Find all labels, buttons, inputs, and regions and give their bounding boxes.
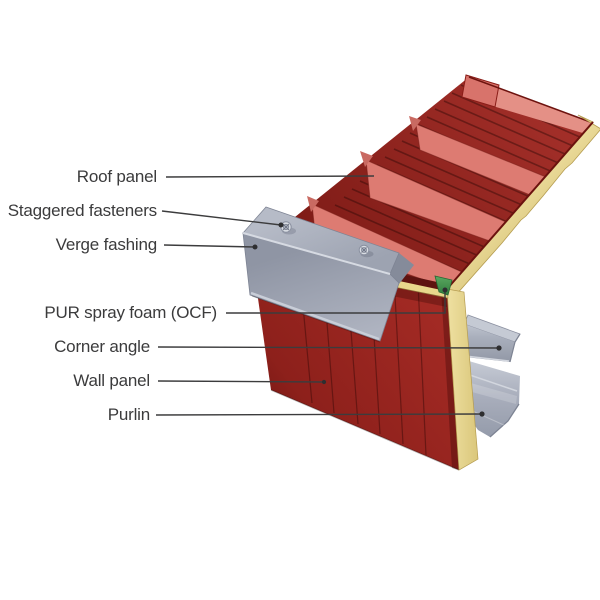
pur-foam-graphic (434, 275, 453, 296)
leader-line-pur-spray-foam (226, 290, 446, 314)
roof-silhouette-bumps (307, 116, 421, 212)
label-purlin: Purlin (107, 405, 150, 424)
roof-verge-lip (461, 74, 500, 108)
purlin-graphic (460, 359, 520, 438)
leader-line-wall-panel (157, 380, 325, 383)
label-corner-angle: Corner angle (54, 337, 150, 356)
leader-line-verge-fashing (163, 244, 256, 248)
label-pur-spray-foam: PUR spray foam (OCF) (44, 303, 217, 322)
fastener-icon (358, 244, 374, 258)
leader-line-staggered-fasteners (161, 210, 282, 226)
label-verge-fashing: Verge fashing (55, 235, 158, 254)
leader-lines (155, 175, 500, 416)
label-wall-panel: Wall panel (73, 371, 150, 390)
leader-line-corner-angle (157, 346, 500, 349)
corner-angle-graphic (463, 314, 521, 363)
label-staggered-fasteners: Staggered fasteners (7, 201, 158, 220)
leader-line-purlin (155, 413, 483, 416)
leader-dots (252, 222, 502, 417)
label-roof-panel: Roof panel (76, 167, 157, 186)
wall-foam-side-edge (446, 288, 479, 471)
leader-line-roof-panel (165, 175, 375, 178)
